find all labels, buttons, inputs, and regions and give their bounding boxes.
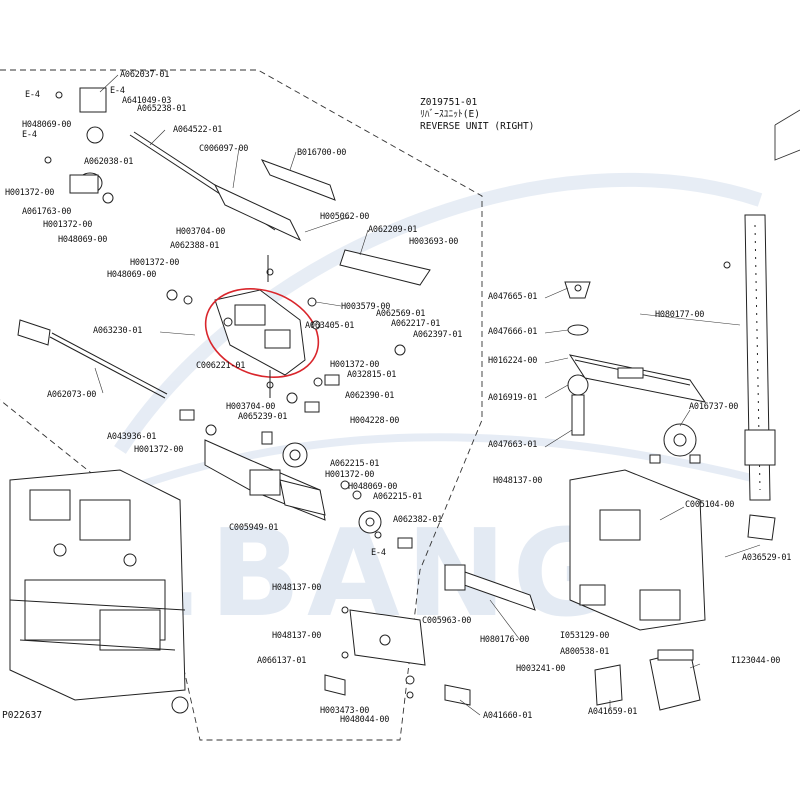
part-label: A062390-01 [345, 391, 395, 401]
part-label: H048069-00 [58, 235, 108, 245]
part-label: A641049-03 [122, 96, 172, 106]
highlighted-assembly [214, 289, 306, 376]
part-label: H001372-00 [43, 220, 93, 230]
part-label: C005949-01 [229, 523, 279, 533]
part-label: A062215-01 [330, 459, 380, 469]
part-label: H048137-00 [272, 583, 322, 593]
part-label: H001372-00 [130, 258, 180, 268]
unit-name-japanese: ﾘﾊﾞｰｽﾕﾆｯﾄ(E) [420, 109, 480, 120]
part-label: B016700-00 [297, 148, 347, 158]
side-frame-assembly [9, 469, 189, 714]
part-label: A062217-01 [391, 319, 441, 329]
part-label: H001372-00 [134, 445, 184, 455]
part-label: A062037-01 [120, 70, 170, 80]
leader-lines [94, 74, 761, 716]
part-label: A066137-01 [257, 656, 307, 666]
part-label: A047663-01 [488, 440, 538, 450]
part-label: E-4 [25, 90, 40, 100]
part-label: H005062-00 [320, 212, 370, 222]
part-label: H048137-00 [272, 631, 322, 641]
part-label: A062215-01 [373, 492, 423, 502]
unit-name-english: REVERSE UNIT (RIGHT) [420, 121, 535, 132]
stepper-motor [594, 649, 701, 711]
part-label: I123044-00 [731, 656, 781, 666]
part-label: H001372-00 [325, 470, 375, 480]
part-label: A800538-01 [560, 647, 610, 657]
part-label: A063230-01 [93, 326, 143, 336]
part-label: A016737-00 [689, 402, 739, 412]
figure-number: P022637 [2, 710, 43, 721]
part-label: I053129-00 [560, 631, 610, 641]
part-label: E-4 [371, 548, 386, 558]
part-label: C005963-00 [422, 616, 472, 626]
part-label: A062397-01 [413, 330, 463, 340]
part-label: A062073-00 [47, 390, 97, 400]
part-label: A064522-01 [173, 125, 223, 135]
part-label: A032815-01 [347, 370, 397, 380]
part-label: H016224-00 [488, 356, 538, 366]
part-label: H048069-00 [348, 482, 398, 492]
part-label: A065239-01 [238, 412, 288, 422]
part-label: A062038-01 [84, 157, 134, 167]
part-label: H004228-00 [350, 416, 400, 426]
upper-shaft [44, 87, 280, 231]
belt-assembly [564, 281, 707, 464]
unit-code: Z019751-01 [420, 97, 478, 108]
part-label: A047666-01 [488, 327, 538, 337]
part-label: H003473-00 [320, 706, 370, 716]
highlight-ellipse [204, 288, 320, 378]
part-label: E-4 [22, 130, 37, 140]
part-label: H048069-00 [107, 270, 157, 280]
part-label: H048069-00 [22, 120, 72, 130]
part-label: A061763-00 [22, 207, 72, 217]
part-label: H080177-00 [655, 310, 705, 320]
unit-title: Z019751-01 ﾘﾊﾞｰｽﾕﾆｯﾄ(E) REVERSE UNIT (RI… [420, 97, 534, 133]
part-label: A065238-01 [137, 104, 187, 114]
part-label: C006221-01 [196, 361, 246, 371]
part-label: C005104-00 [685, 500, 735, 510]
part-label: A062569-01 [376, 309, 426, 319]
part-label: H003241-00 [516, 664, 566, 674]
part-label: H003693-00 [409, 237, 459, 247]
part-label: H001372-00 [5, 188, 55, 198]
part-label: A062388-01 [170, 241, 220, 251]
vertical-rail [723, 214, 776, 501]
left-shaft [17, 319, 168, 399]
part-label: A041660-01 [483, 711, 533, 721]
carriage-frame [569, 469, 776, 631]
part-label: H048044-00 [340, 715, 390, 725]
part-label: A036529-01 [742, 553, 792, 563]
part-label: A062209-01 [368, 225, 418, 235]
part-label: A043936-01 [107, 432, 157, 442]
part-label: E-4 [110, 86, 125, 96]
part-label: H080176-00 [480, 635, 530, 645]
part-label: A063405-01 [305, 321, 355, 331]
part-label: H001372-00 [330, 360, 380, 370]
part-label: C006097-00 [199, 144, 249, 154]
part-label: A016919-01 [488, 393, 538, 403]
part-label: H003579-00 [341, 302, 391, 312]
part-label: H048137-00 [493, 476, 543, 486]
part-label: A047665-01 [488, 292, 538, 302]
part-label: A062382-01 [393, 515, 443, 525]
part-label: H003704-00 [226, 402, 276, 412]
part-label: A041659-01 [588, 707, 638, 717]
part-label: H003704-00 [176, 227, 226, 237]
